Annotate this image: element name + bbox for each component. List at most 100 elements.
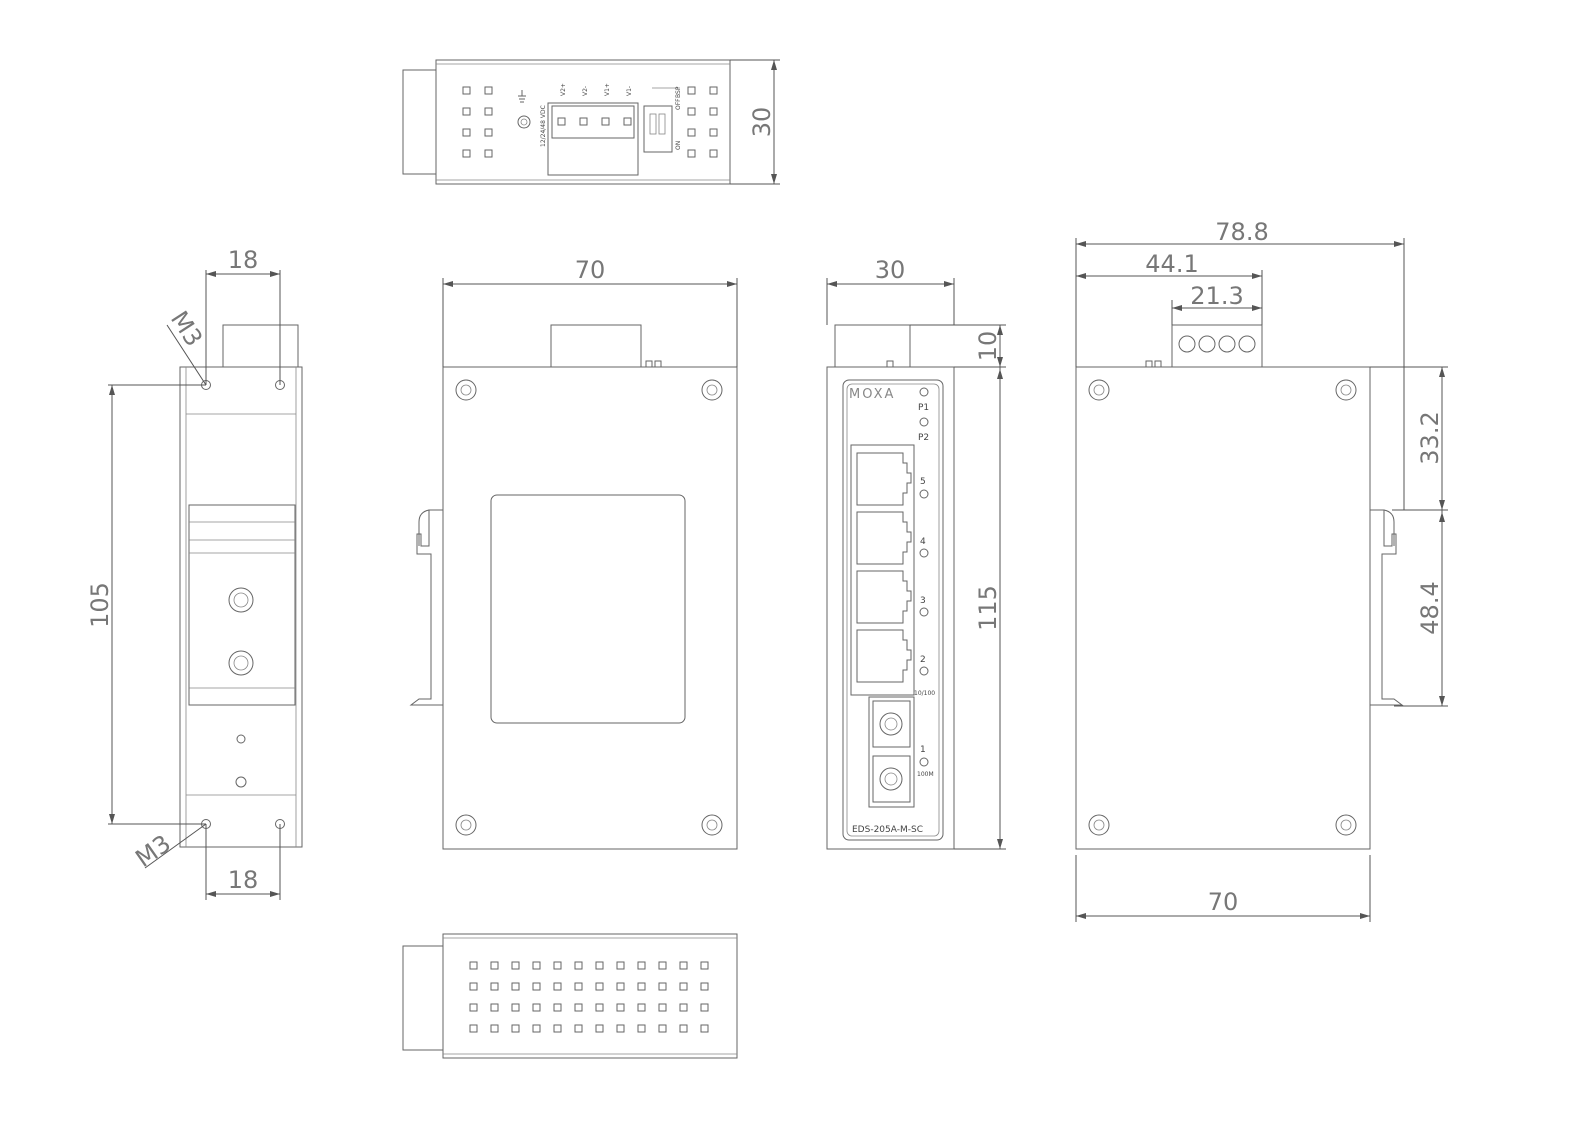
vent-slot — [462, 128, 471, 137]
dim-panel-depth: 30 — [875, 256, 906, 284]
v2-plus-label: V2+ — [560, 83, 567, 96]
dim-top-height: 30 — [748, 107, 776, 138]
vent-slot — [553, 1003, 562, 1012]
side-view: 18 M3 105 M3 18 — [86, 246, 303, 900]
rj45-port — [856, 511, 912, 565]
vent-slot — [709, 128, 718, 137]
rj45-port — [856, 629, 912, 683]
vent-slot — [574, 961, 583, 970]
front-port-panel: MOXA P1 P2 5 4 3 2 10/100 1 100M EDS-205… — [826, 256, 1006, 850]
vent-slot — [462, 107, 471, 116]
off-label: OFF — [675, 98, 682, 110]
vent-slot — [679, 1003, 688, 1012]
dim-rear-width: 70 — [1208, 888, 1239, 916]
left-panel-view: 70 — [409, 256, 738, 850]
terminal-screw — [623, 117, 632, 126]
dim-rear-terminal-width: 21.3 — [1190, 282, 1243, 310]
moxa-logo-text: MOXA — [849, 387, 895, 402]
vent-slot — [709, 107, 718, 116]
v1-plus-label: V1+ — [604, 83, 611, 96]
vent-slot — [700, 1003, 709, 1012]
dim-side-top-width: 18 — [228, 246, 259, 274]
vent-slot — [687, 149, 696, 158]
vent-slot — [709, 149, 718, 158]
port1-label: 1 — [920, 745, 926, 755]
vent-slot — [484, 86, 493, 95]
vent-slot — [595, 1003, 604, 1012]
vent-slot — [469, 961, 478, 970]
vent-slot — [511, 961, 520, 970]
model-label: EDS-205A-M-SC — [852, 825, 923, 835]
vent-slot — [490, 961, 499, 970]
vent-slot — [637, 1024, 646, 1033]
dim-rear-terminal-offset: 44.1 — [1145, 250, 1198, 278]
vent-slot — [616, 961, 625, 970]
dim-panel-height: 115 — [974, 585, 1002, 631]
bottom-view — [402, 933, 738, 1059]
vent-slot — [700, 961, 709, 970]
side-hole-label-bottom: M3 — [130, 829, 176, 873]
dim-rear-overall: 78.8 — [1215, 218, 1268, 246]
vent-slot — [484, 107, 493, 116]
vent-slot — [687, 128, 696, 137]
v1-minus-label: V1- — [626, 86, 633, 96]
vent-slot — [553, 961, 562, 970]
dim-rear-rail-top: 33.2 — [1416, 411, 1444, 464]
vent-slot — [687, 107, 696, 116]
vent-slot — [462, 86, 471, 95]
vent-slot — [700, 982, 709, 991]
terminal-screw — [557, 117, 566, 126]
dim-rear-rail-height: 48.4 — [1416, 581, 1444, 634]
vent-slot — [469, 1024, 478, 1033]
vent-slot — [462, 149, 471, 158]
vent-slot — [490, 982, 499, 991]
vent-slot — [532, 982, 541, 991]
vent-slot — [616, 1024, 625, 1033]
vent-slot — [616, 1003, 625, 1012]
port3-label: 3 — [920, 596, 926, 606]
vent-slot — [595, 1024, 604, 1033]
vent-slot — [484, 149, 493, 158]
port5-label: 5 — [920, 477, 926, 487]
rj45-port — [856, 570, 912, 624]
vent-slot — [658, 961, 667, 970]
vent-slot — [532, 961, 541, 970]
vent-slot — [469, 1003, 478, 1012]
side-hole-label-top: M3 — [165, 306, 208, 351]
vent-slot — [553, 1024, 562, 1033]
vent-slot — [637, 1003, 646, 1012]
voltage-label: 12/24/48 VDC — [540, 105, 547, 147]
vent-slot — [616, 982, 625, 991]
rj45-port — [856, 452, 912, 506]
vent-slot — [574, 1003, 583, 1012]
fiber-speed-label: 100M — [917, 771, 934, 778]
vent-slot — [511, 1003, 520, 1012]
vent-slot — [679, 1024, 688, 1033]
led-p2-label: P2 — [918, 433, 929, 443]
vent-slot — [469, 982, 478, 991]
terminal-screw — [601, 117, 610, 126]
dim-terminal-height: 10 — [974, 331, 1002, 362]
vent-slot — [490, 1003, 499, 1012]
dim-front-width: 70 — [575, 256, 606, 284]
vent-slot — [484, 128, 493, 137]
vent-slot — [532, 1024, 541, 1033]
vent-slot — [574, 1024, 583, 1033]
vent-slot — [658, 982, 667, 991]
dim-side-hole-spacing: 105 — [86, 582, 114, 628]
port2-label: 2 — [920, 655, 926, 665]
vent-slot — [679, 961, 688, 970]
vent-slot — [687, 86, 696, 95]
dim-side-bottom-width: 18 — [228, 866, 259, 894]
vent-slot — [595, 961, 604, 970]
vent-slot — [553, 982, 562, 991]
on-label: ON — [675, 141, 682, 150]
vent-slot — [532, 1003, 541, 1012]
vent-slot — [490, 1024, 499, 1033]
bsp-label: BSP — [675, 86, 682, 98]
vent-slot — [511, 1024, 520, 1033]
vent-slot — [700, 1024, 709, 1033]
vent-slot — [679, 982, 688, 991]
vent-slot — [637, 982, 646, 991]
led-p1-label: P1 — [918, 403, 929, 413]
